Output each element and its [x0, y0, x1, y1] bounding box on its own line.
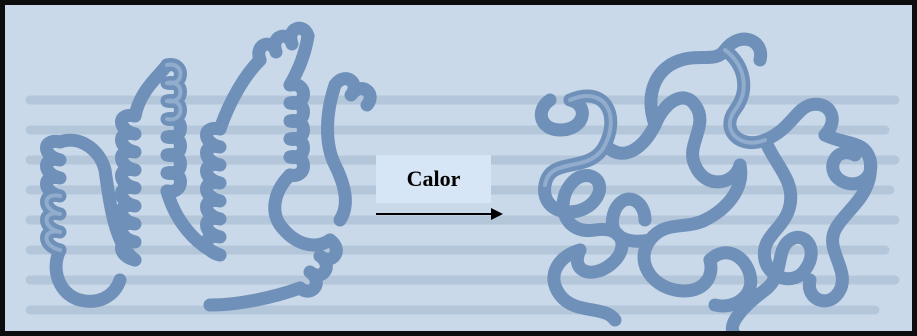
denatured-protein-chain	[541, 39, 871, 335]
denatured-protein	[5, 5, 917, 336]
